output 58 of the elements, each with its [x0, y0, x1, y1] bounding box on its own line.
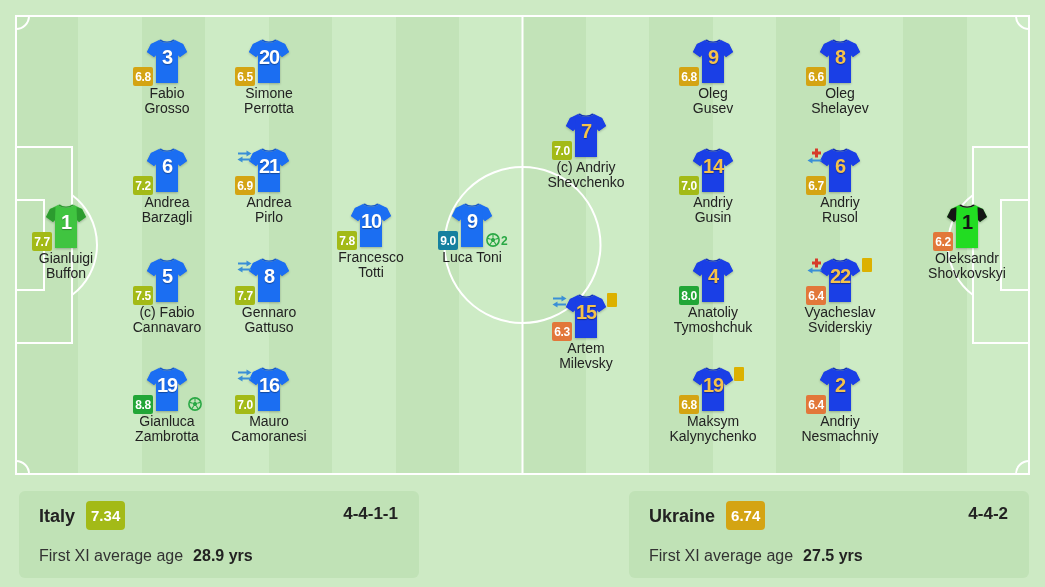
stat-value: 28.9 yrs	[193, 546, 253, 566]
player-name: (c) Andriy Shevchenko	[547, 160, 625, 190]
player-name: (c) Fabio Cannavaro	[132, 305, 202, 335]
goal-count: 2	[501, 234, 508, 248]
team-summary-panel	[629, 491, 1029, 578]
rating-badge: 9.0	[438, 231, 458, 250]
player-name: Andriy Gusin	[692, 195, 734, 225]
rating-badge: 6.74	[726, 501, 766, 530]
stat-label: First XI average age	[39, 546, 184, 566]
rating-badge: 6.4	[806, 395, 826, 414]
player-name: Gianluca Zambrotta	[134, 414, 200, 444]
stat-value: 27.5 yrs	[803, 546, 863, 566]
player-name: Maksym Kalynychenko	[669, 414, 757, 444]
rating-badge: 7.7	[235, 286, 255, 305]
player-name: Artem Milevsky	[558, 341, 614, 371]
rating-badge: 6.6	[806, 67, 826, 86]
stat-label: First XI average age	[649, 546, 794, 566]
rating-badge: 7.0	[235, 395, 255, 414]
rating-badge: 7.0	[679, 176, 699, 195]
rating-badge: 7.0	[552, 141, 572, 160]
rating-badge: 7.8	[337, 231, 357, 250]
rating-badge: 7.34	[86, 501, 126, 530]
player-name: Gennaro Gattuso	[240, 305, 298, 335]
rating-badge: 8.0	[679, 286, 699, 305]
rating-badge: 6.7	[806, 176, 826, 195]
team-name: Italy	[39, 504, 76, 527]
formation: 4-4-1-1	[343, 504, 398, 524]
player-name: Vyacheslav Sviderskiy	[804, 305, 876, 335]
player-name: Luca Toni	[442, 250, 502, 265]
player-name: Andriy Nesmachniy	[801, 414, 879, 444]
team-summary-panel	[19, 491, 419, 578]
rating-badge: 7.5	[133, 286, 153, 305]
player-name: Andrea Pirlo	[245, 195, 293, 225]
player-name: Oleksandr Shovkovskyi	[928, 251, 1006, 281]
player-name: Fabio Grosso	[143, 86, 191, 116]
player-name: Anatoliy Tymoshchuk	[673, 305, 753, 335]
rating-badge: 6.5	[235, 67, 255, 86]
rating-badge: 8.8	[133, 395, 153, 414]
rating-badge: 6.8	[679, 67, 699, 86]
player-name: Oleg Shelayev	[810, 86, 870, 116]
rating-badge: 6.9	[235, 176, 255, 195]
rating-badge: 7.2	[133, 176, 153, 195]
rating-badge: 6.3	[552, 322, 572, 341]
player-name: Andrea Barzagli	[140, 195, 194, 225]
rating-badge: 6.4	[806, 286, 826, 305]
rating-badge: 6.8	[679, 395, 699, 414]
player-name: Francesco Totti	[338, 250, 404, 280]
rating-badge: 6.8	[133, 67, 153, 86]
player-name: Oleg Gusev	[691, 86, 735, 116]
football-pitch	[15, 15, 1030, 475]
player-name: Mauro Camoranesi	[231, 414, 307, 444]
formation: 4-4-2	[968, 504, 1008, 524]
player-name: Simone Perrotta	[243, 86, 295, 116]
rating-badge: 6.2	[933, 232, 953, 251]
team-name: Ukraine	[649, 504, 716, 527]
player-name: Andriy Rusol	[819, 195, 861, 225]
rating-badge: 7.7	[32, 232, 52, 251]
player-name: Gianluigi Buffon	[37, 251, 95, 281]
